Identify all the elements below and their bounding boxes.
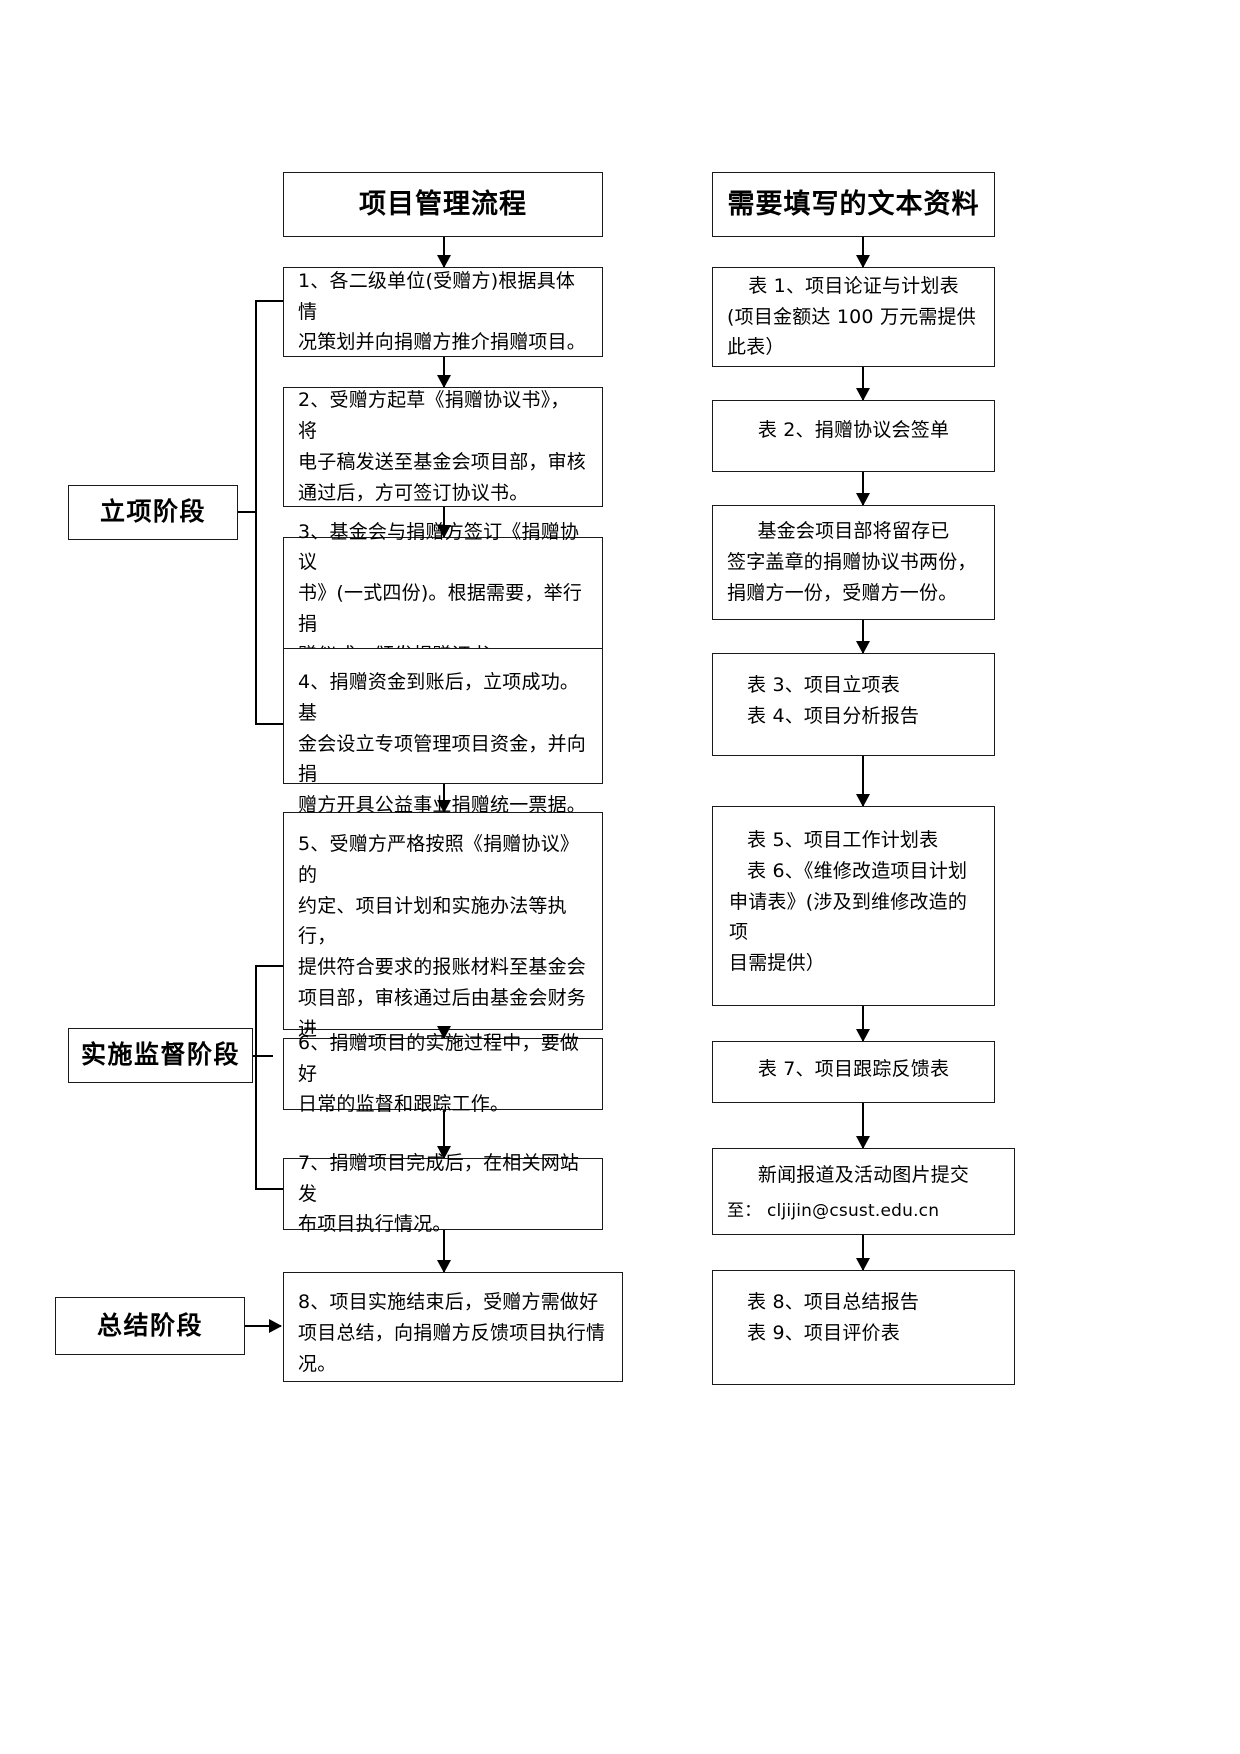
document-item-1-line-2: (项目金额达 100 万元需提供 [727, 305, 976, 328]
process-step-5-line-4: 项目部，审核通过后由基金会财务进 [298, 986, 587, 1040]
document-item-1-line-3: 此表） [727, 336, 785, 359]
process-step-2: 2、受赠方起草《捐赠协议书》，将 电子稿发送至基金会项目部，审核 通过后，方可签… [283, 387, 603, 507]
process-step-4-line-1: 4、捐赠资金到账后，立项成功。基 [298, 671, 580, 724]
document-item-7-email-line: 至： cljijin@csust.edu.cn [727, 1200, 940, 1221]
process-step-3-line-2: 书》(一式四份)。根据需要，举行捐 [298, 582, 583, 635]
stage-bracket-supervision [255, 965, 283, 1190]
document-item-8-line-2: 表 9、项目评价表 [747, 1321, 900, 1344]
document-item-2-line-1: 表 2、捐赠协议会签单 [757, 419, 950, 441]
arrow-header-to-step-1 [443, 237, 445, 267]
arrow-stage-summary-to-step-8 [245, 1325, 281, 1327]
process-step-4: 4、捐赠资金到账后，立项成功。基 金会设立专项管理项目资金，并向捐 赠方开具公益… [283, 648, 603, 816]
process-step-4-line-2: 金会设立专项管理项目资金，并向捐 [298, 732, 587, 786]
document-item-2: 表 2、捐赠协议会签单 [712, 400, 995, 472]
process-step-3: 3、基金会与捐赠方签订《捐赠协议 书》(一式四份)。根据需要，举行捐 赠仪式，颁… [283, 521, 603, 666]
arrow-doc-1-to-doc-2 [862, 367, 864, 400]
arrow-doc-5-to-doc-6 [862, 1006, 864, 1041]
document-item-8-line-1: 表 8、项目总结报告 [747, 1291, 920, 1313]
right-column-header-label: 需要填写的文本资料 [727, 188, 980, 220]
stage-label-initiation: 立项阶段 [68, 485, 238, 540]
document-item-4-line-1: 表 3、项目立项表 [747, 674, 900, 696]
process-step-3-line-1: 3、基金会与捐赠方签订《捐赠协议 [298, 520, 580, 574]
process-step-2-line-2: 电子稿发送至基金会项目部，审核 [298, 451, 587, 473]
document-item-3-line-2: 签字盖章的捐赠协议书两份， [727, 551, 977, 574]
left-column-header: 项目管理流程 [283, 172, 603, 237]
arrow-step-7-to-step-8 [443, 1230, 445, 1272]
process-step-5-line-3: 提供符合要求的报账材料至基金会 [298, 956, 587, 979]
arrow-header-to-doc-1 [862, 237, 864, 267]
document-item-3-line-3: 捐赠方一份，受赠方一份。 [727, 581, 958, 604]
arrow-doc-7-to-doc-8 [862, 1235, 864, 1270]
document-item-7: 新闻报道及活动图片提交 至： cljijin@csust.edu.cn [712, 1148, 1015, 1235]
stage-connector-initiation [238, 511, 256, 513]
process-step-2-line-1: 2、受赠方起草《捐赠协议书》，将 [298, 389, 570, 443]
document-item-5-line-4: 目需提供） [729, 952, 826, 975]
process-step-1: 1、各二级单位(受赠方)根据具体情 况策划并向捐赠方推介捐赠项目。 [283, 267, 603, 357]
document-item-5: 表 5、项目工作计划表 表 6、《维修改造项目计划 申请表》(涉及到维修改造的项… [712, 806, 995, 1006]
process-step-6-line-1: 6、捐赠项目的实施过程中，要做好 [298, 1031, 580, 1085]
process-step-8-line-3: 况。 [298, 1352, 337, 1375]
arrow-step-5-to-step-6 [443, 1030, 445, 1038]
document-item-5-line-3: 申请表》(涉及到维修改造的项 [729, 890, 968, 944]
arrow-step-6-to-step-7 [443, 1110, 445, 1158]
arrow-doc-3-to-doc-4 [862, 620, 864, 653]
stage-label-initiation-text: 立项阶段 [99, 497, 206, 527]
process-step-8-line-1: 8、项目实施结束后，受赠方需做好 [298, 1291, 599, 1313]
stage-label-supervision-text: 实施监督阶段 [80, 1040, 240, 1070]
document-item-5-line-1: 表 5、项目工作计划表 [747, 829, 939, 851]
process-step-1-line-1: 1、各二级单位(受赠方)根据具体情 [298, 269, 576, 323]
document-item-6-line-1: 表 7、项目跟踪反馈表 [757, 1058, 950, 1080]
process-step-5-line-2: 约定、项目计划和实施办法等执行， [298, 894, 567, 948]
process-step-1-line-2: 况策划并向捐赠方推介捐赠项目。 [298, 331, 587, 354]
process-step-5: 5、受赠方严格按照《捐赠协议》的 约定、项目计划和实施办法等执行， 提供符合要求… [283, 812, 603, 1070]
stage-label-summary-text: 总结阶段 [96, 1310, 203, 1340]
stage-label-supervision: 实施监督阶段 [68, 1028, 253, 1083]
document-item-5-line-2: 表 6、《维修改造项目计划 [747, 859, 968, 882]
document-item-4: 表 3、项目立项表 表 4、项目分析报告 [712, 653, 995, 756]
document-item-6: 表 7、项目跟踪反馈表 [712, 1041, 995, 1103]
document-item-3: 基金会项目部将留存已 签字盖章的捐赠协议书两份， 捐赠方一份，受赠方一份。 [712, 505, 995, 620]
process-step-8-line-2: 项目总结，向捐赠方反馈项目执行情 [298, 1321, 606, 1344]
stage-label-summary: 总结阶段 [55, 1297, 245, 1355]
right-column-header: 需要填写的文本资料 [712, 172, 995, 237]
arrow-doc-4-to-doc-5 [862, 756, 864, 806]
process-step-7-line-2: 布项目执行情况。 [298, 1213, 452, 1236]
process-step-6-line-2: 日常的监督和跟踪工作。 [298, 1093, 510, 1116]
process-step-2-line-3: 通过后，方可签订协议书。 [298, 481, 529, 504]
arrow-step-1-to-step-2 [443, 357, 445, 387]
left-column-header-label: 项目管理流程 [359, 188, 527, 220]
process-step-7: 7、捐赠项目完成后，在相关网站发 布项目执行情况。 [283, 1152, 603, 1235]
process-step-5-line-1: 5、受赠方严格按照《捐赠协议》的 [298, 833, 580, 886]
process-step-6: 6、捐赠项目的实施过程中，要做好 日常的监督和跟踪工作。 [283, 1032, 603, 1115]
process-step-8: 8、项目实施结束后，受赠方需做好 项目总结，向捐赠方反馈项目执行情 况。 [283, 1272, 623, 1382]
document-item-8: 表 8、项目总结报告 表 9、项目评价表 [712, 1270, 1015, 1385]
stage-bracket-initiation [255, 300, 283, 725]
arrow-doc-6-to-doc-7 [862, 1103, 864, 1148]
arrow-doc-2-to-doc-3 [862, 472, 864, 505]
document-item-4-line-2: 表 4、项目分析报告 [747, 704, 920, 727]
process-step-7-line-1: 7、捐赠项目完成后，在相关网站发 [298, 1151, 580, 1205]
document-item-1: 表 1、项目论证与计划表 (项目金额达 100 万元需提供 此表） [712, 267, 995, 367]
stage-connector-supervision [253, 1055, 273, 1057]
document-item-7-line-1: 新闻报道及活动图片提交 [757, 1163, 970, 1186]
document-item-1-line-1: 表 1、项目论证与计划表 [748, 274, 959, 297]
arrow-step-2-to-step-3 [443, 507, 445, 537]
document-item-3-line-1: 基金会项目部将留存已 [757, 520, 950, 543]
arrow-step-4-to-step-5 [443, 784, 445, 812]
